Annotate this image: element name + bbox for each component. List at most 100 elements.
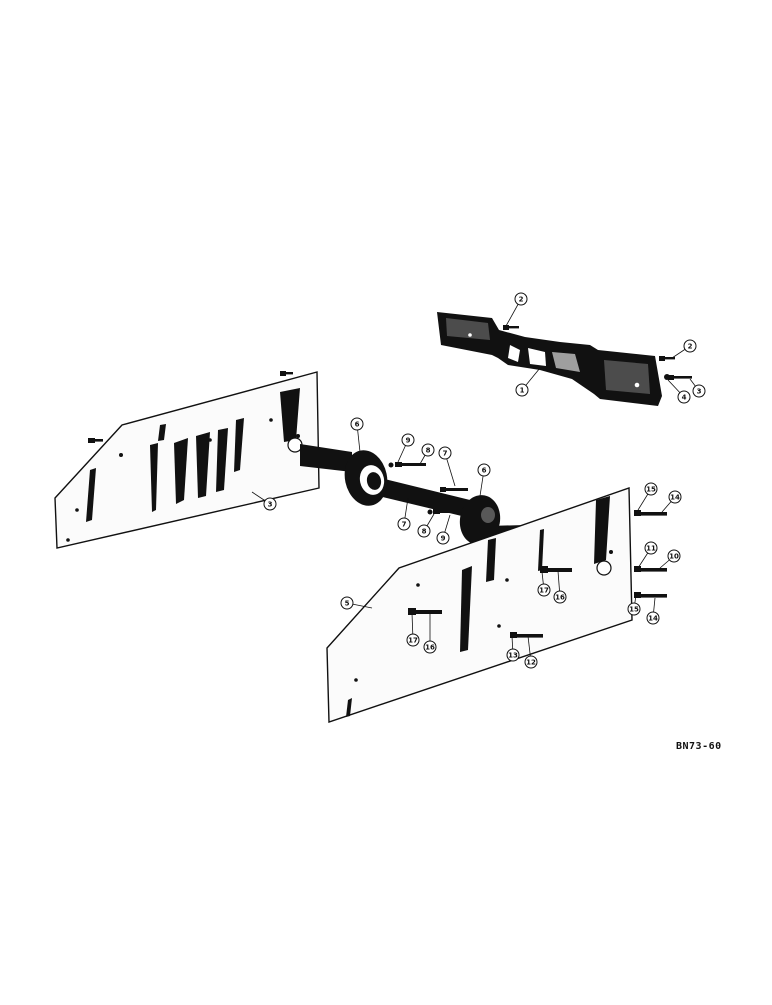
callout-4: 4	[667, 379, 691, 404]
callout-9: 9	[397, 433, 415, 463]
callout-balloon	[667, 549, 681, 563]
washer-4	[664, 374, 670, 380]
callout-balloon	[477, 463, 491, 477]
callout-balloon	[263, 497, 277, 511]
callout-balloon	[537, 583, 551, 597]
callout-balloon	[524, 655, 538, 669]
callout-balloon	[421, 443, 435, 457]
left-side-plate	[54, 371, 320, 549]
callout-3: 3	[251, 491, 277, 511]
callout-16: 16	[423, 613, 437, 654]
callout-balloon	[506, 648, 520, 662]
callout-balloon	[627, 602, 641, 616]
callout-balloon	[644, 541, 658, 555]
bolt-12	[510, 632, 543, 638]
bolt-14-lower	[634, 592, 667, 598]
callout-label: 2	[519, 296, 524, 304]
callout-balloon	[514, 292, 528, 306]
bolt-14-upper	[634, 510, 667, 516]
callout-7: 7	[438, 446, 456, 487]
callout-label: 2	[688, 343, 693, 351]
callout-label: 17	[408, 637, 418, 645]
callout-label: 14	[648, 615, 658, 623]
callout-balloon	[436, 531, 450, 545]
bolt-16-upper	[540, 566, 572, 573]
callout-balloon	[438, 446, 452, 460]
callout-11: 11	[637, 541, 658, 569]
callout-balloon	[350, 417, 364, 431]
callout-label: 17	[539, 587, 549, 595]
callout-17: 17	[537, 571, 551, 597]
callout-7: 7	[397, 497, 411, 531]
callout-14: 14	[646, 597, 660, 625]
bolt-2-right	[659, 356, 675, 361]
callout-balloon	[401, 433, 415, 447]
callout-17: 17	[406, 612, 420, 647]
callout-8: 8	[417, 513, 435, 538]
callout-balloon	[644, 482, 658, 496]
callout-balloon	[683, 339, 697, 353]
hub-flange-left	[344, 450, 388, 506]
bolt-8-lower	[427, 509, 458, 515]
crossbar-part	[437, 312, 662, 406]
bolt-10	[634, 566, 667, 572]
callout-label: 15	[629, 606, 639, 614]
callout-label: 13	[508, 652, 518, 660]
callout-15: 15	[627, 594, 641, 616]
hub-flange-right	[459, 495, 501, 545]
callout-label: 11	[646, 545, 656, 553]
callout-balloon	[646, 611, 660, 625]
callout-15: 15	[637, 482, 658, 511]
callout-2: 2	[505, 292, 528, 327]
left-plate-end-bolt	[88, 438, 103, 443]
callout-16: 16	[553, 570, 567, 604]
bolt-7-lower	[392, 494, 414, 499]
callout-balloon	[515, 383, 529, 397]
right-side-plate	[326, 487, 633, 723]
callout-balloon	[423, 640, 437, 654]
callout-label: 5	[345, 600, 350, 608]
callout-3: 3	[689, 378, 706, 398]
callout-label: 8	[422, 528, 427, 536]
callout-balloon	[553, 590, 567, 604]
callout-label: 7	[402, 521, 407, 529]
callout-label: 6	[355, 421, 360, 429]
callout-8: 8	[419, 443, 435, 465]
callout-balloon	[668, 490, 682, 504]
left-plate-top-bolt	[280, 371, 293, 376]
callout-label: 3	[697, 388, 702, 396]
callout-label: 8	[426, 447, 431, 455]
callout-1: 1	[515, 367, 541, 397]
callout-6: 6	[477, 463, 491, 497]
callout-13: 13	[506, 635, 520, 662]
drawing-code: BN73-60	[676, 741, 722, 752]
callout-balloon	[692, 384, 706, 398]
bolt-8-upper	[388, 462, 426, 468]
callout-14: 14	[661, 490, 682, 513]
callout-balloon	[677, 390, 691, 404]
callout-balloon	[340, 596, 354, 610]
callout-label: 10	[669, 553, 679, 561]
callout-12: 12	[524, 635, 538, 669]
callout-label: 16	[555, 594, 565, 602]
bolt-7-upper	[440, 487, 468, 492]
callout-label: 9	[441, 535, 446, 543]
callout-2: 2	[671, 339, 697, 359]
callout-5: 5	[340, 596, 373, 610]
callout-label: 12	[526, 659, 536, 667]
callout-label: 9	[406, 437, 411, 445]
callout-balloon	[406, 633, 420, 647]
callout-balloon	[397, 517, 411, 531]
callout-label: 16	[425, 644, 435, 652]
callout-label: 3	[268, 501, 273, 509]
callout-balloon	[417, 524, 431, 538]
bolt-16-lower	[408, 608, 442, 615]
callout-10: 10	[659, 549, 681, 569]
callout-label: 7	[443, 450, 448, 458]
callout-6: 6	[350, 417, 364, 453]
callout-9: 9	[436, 514, 451, 545]
bolt-2-top	[503, 325, 519, 330]
callout-label: 14	[670, 494, 680, 502]
callout-label: 6	[482, 467, 487, 475]
